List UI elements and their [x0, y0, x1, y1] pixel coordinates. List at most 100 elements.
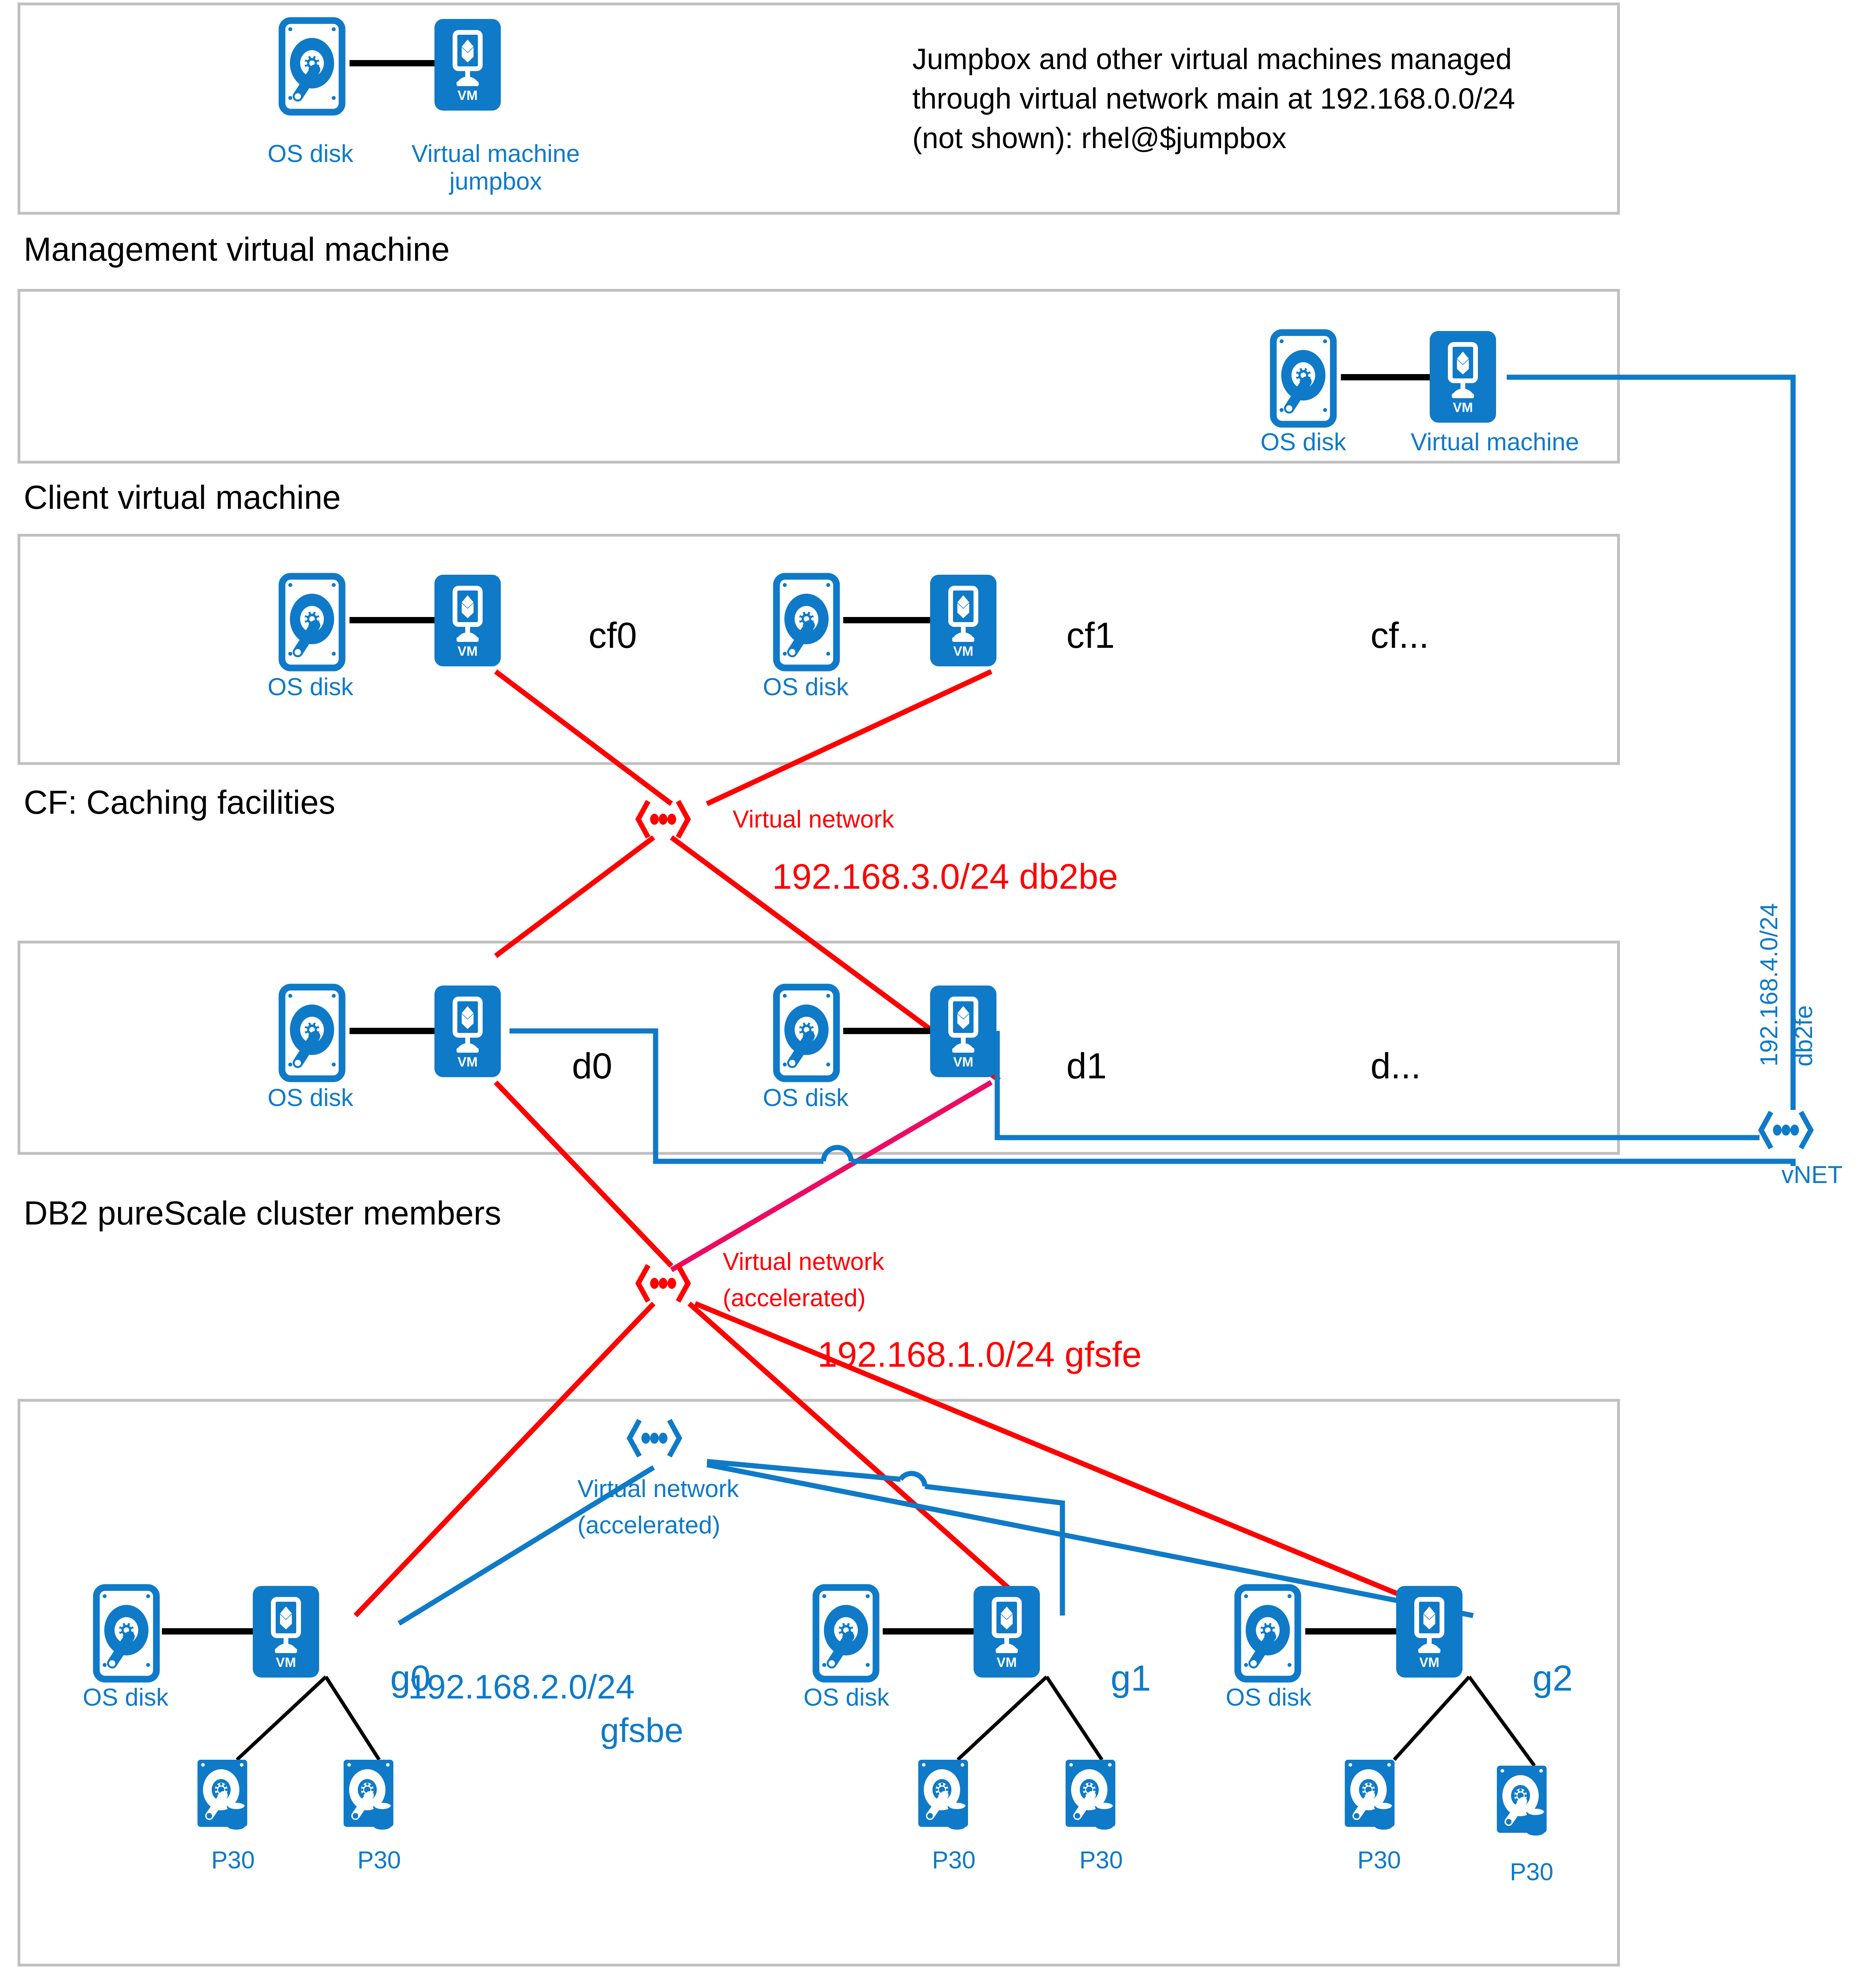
- virtual-machine-icon[interactable]: [1430, 331, 1496, 423]
- os-disk-icon: [282, 576, 342, 668]
- virtual-machine-icon[interactable]: [974, 1586, 1040, 1678]
- managed-disk-icon: [1066, 1760, 1115, 1830]
- os-disk-icon: [1273, 333, 1333, 424]
- section-label-client: Client virtual machine: [24, 479, 341, 516]
- network-badge-gfsfe[interactable]: Virtual network (accelerated) 192.168.1.…: [638, 1248, 1142, 1375]
- network-subtitle: (accelerated): [723, 1285, 866, 1312]
- node-jumpbox[interactable]: OS disk Virtual machine jumpbox: [267, 19, 580, 195]
- managed-disk-icon: [344, 1760, 393, 1830]
- virtual-machine-icon[interactable]: [930, 575, 996, 666]
- node-d1[interactable]: OS disk d1: [763, 986, 1107, 1112]
- virtual-network-icon: [1761, 1114, 1811, 1146]
- os-disk-icon: [776, 987, 836, 1079]
- virtual-network-icon: [638, 1268, 688, 1299]
- os-disk-icon: [1238, 1588, 1298, 1679]
- os-disk-label: OS disk: [267, 673, 353, 701]
- network-subtitle: (accelerated): [577, 1512, 720, 1539]
- node-tag-cf1: cf1: [1066, 615, 1115, 656]
- network-links-db2fe: [509, 374, 1796, 1166]
- node-g2[interactable]: OS disk g2 P30 P30: [1226, 1586, 1573, 1886]
- vm-label: Virtual machine: [1411, 429, 1579, 456]
- os-disk-label: OS disk: [1226, 1684, 1312, 1711]
- section-label-management: Management virtual machine: [24, 231, 450, 268]
- data-disk-wire: [1393, 1675, 1471, 1761]
- data-disk-wire: [956, 1675, 1048, 1761]
- node-tag-g2: g2: [1532, 1658, 1573, 1698]
- network-links-gfsbe: [397, 1459, 1474, 1626]
- virtual-network-icon: [638, 803, 688, 835]
- virtual-machine-icon[interactable]: [1396, 1586, 1462, 1678]
- data-disk-label: P30: [357, 1847, 401, 1874]
- network-link-accelerated-d1: [670, 1080, 993, 1272]
- os-disk-label: OS disk: [267, 1084, 353, 1112]
- node-tag-d1: d1: [1066, 1046, 1107, 1086]
- os-disk-label: OS disk: [267, 140, 353, 167]
- node-tag-d0: d0: [572, 1046, 612, 1086]
- node-client-vm[interactable]: OS disk Virtual machine: [1260, 331, 1579, 456]
- os-disk-icon: [816, 1588, 876, 1679]
- network-badge-db2be[interactable]: Virtual network 192.168.3.0/24 db2be: [638, 803, 1118, 897]
- node-tag-g0: g0: [390, 1658, 430, 1698]
- node-cf1[interactable]: OS disk cf1: [763, 575, 1115, 701]
- vnet-name-rotated: db2fe: [1790, 1005, 1818, 1066]
- note-line-3: (not shown): rhel@$jumpbox: [912, 122, 1286, 154]
- vm-label: Virtual machine: [412, 140, 580, 167]
- network-title: Virtual network: [723, 1248, 885, 1275]
- node-tag-d-more: d...: [1370, 1046, 1421, 1086]
- node-tag-cf0: cf0: [588, 615, 637, 656]
- section-label-db2: DB2 pureScale cluster members: [24, 1194, 501, 1232]
- virtual-machine-icon[interactable]: [434, 986, 501, 1077]
- data-disk-label: P30: [1510, 1858, 1553, 1886]
- managed-disk-icon: [197, 1760, 247, 1830]
- network-title: Virtual network: [577, 1475, 739, 1503]
- os-disk-icon: [282, 987, 342, 1079]
- data-disk-label: P30: [932, 1847, 976, 1874]
- os-disk-label: OS disk: [1260, 429, 1346, 456]
- virtual-network-icon: [630, 1422, 679, 1454]
- managed-disk-icon: [1345, 1760, 1395, 1830]
- virtual-machine-icon[interactable]: [434, 575, 501, 666]
- section-box-cf: [17, 534, 1620, 765]
- virtual-machine-icon[interactable]: [930, 986, 996, 1077]
- data-disk-label: P30: [1079, 1847, 1123, 1874]
- node-cf0[interactable]: OS disk cf0: [267, 575, 637, 701]
- node-d0[interactable]: OS disk d0: [267, 986, 612, 1112]
- node-g0[interactable]: OS disk g0 P30 P30: [83, 1586, 430, 1874]
- os-disk-label: OS disk: [83, 1684, 169, 1711]
- data-disk-label: P30: [211, 1847, 255, 1874]
- os-disk-icon: [776, 576, 836, 668]
- network-cidr: 192.168.3.0/24 db2be: [772, 857, 1118, 897]
- data-disk-label: P30: [1357, 1847, 1401, 1874]
- virtual-machine-icon[interactable]: [253, 1586, 319, 1678]
- note-line-2: through virtual network main at 192.168.…: [912, 82, 1515, 115]
- section-box-management: [17, 2, 1620, 215]
- node-tag-cf-more: cf...: [1370, 615, 1429, 656]
- data-disk-wire: [235, 1675, 327, 1761]
- network-title: Virtual network: [733, 806, 895, 833]
- data-disk-wire: [1045, 1676, 1103, 1761]
- network-badge-db2fe[interactable]: vNET 192.168.4.0/24 db2fe: [1756, 903, 1843, 1189]
- vnet-cidr-rotated: 192.168.4.0/24: [1756, 903, 1783, 1066]
- data-disk-wire: [324, 1676, 381, 1761]
- network-cidr-line2: gfsbe: [600, 1712, 683, 1749]
- network-cidr-line1: 192.168.2.0/24: [408, 1668, 635, 1706]
- os-disk-label: OS disk: [803, 1684, 889, 1711]
- section-label-cf: CF: Caching facilities: [24, 784, 335, 821]
- node-tag-g1: g1: [1111, 1658, 1151, 1698]
- vm-label-name: jumpbox: [449, 168, 542, 195]
- network-cidr: 192.168.1.0/24 gfsfe: [818, 1335, 1142, 1375]
- note-line-1: Jumpbox and other virtual machines manag…: [912, 43, 1512, 75]
- virtual-machine-icon[interactable]: [434, 19, 501, 111]
- node-g1[interactable]: OS disk g1 P30 P30: [803, 1586, 1151, 1874]
- os-disk-label: OS disk: [763, 1084, 849, 1112]
- network-badge-gfsbe[interactable]: Virtual network (accelerated) 192.168.2.…: [408, 1422, 739, 1749]
- section-box-db2: [17, 940, 1620, 1155]
- section-box-storage: [17, 1399, 1620, 1967]
- network-links-gfsfe: [353, 1080, 1447, 1618]
- os-disk-icon: [282, 21, 342, 112]
- os-disk-label: OS disk: [763, 673, 849, 701]
- managed-disk-icon: [918, 1760, 968, 1830]
- data-disk-wire: [1468, 1676, 1536, 1767]
